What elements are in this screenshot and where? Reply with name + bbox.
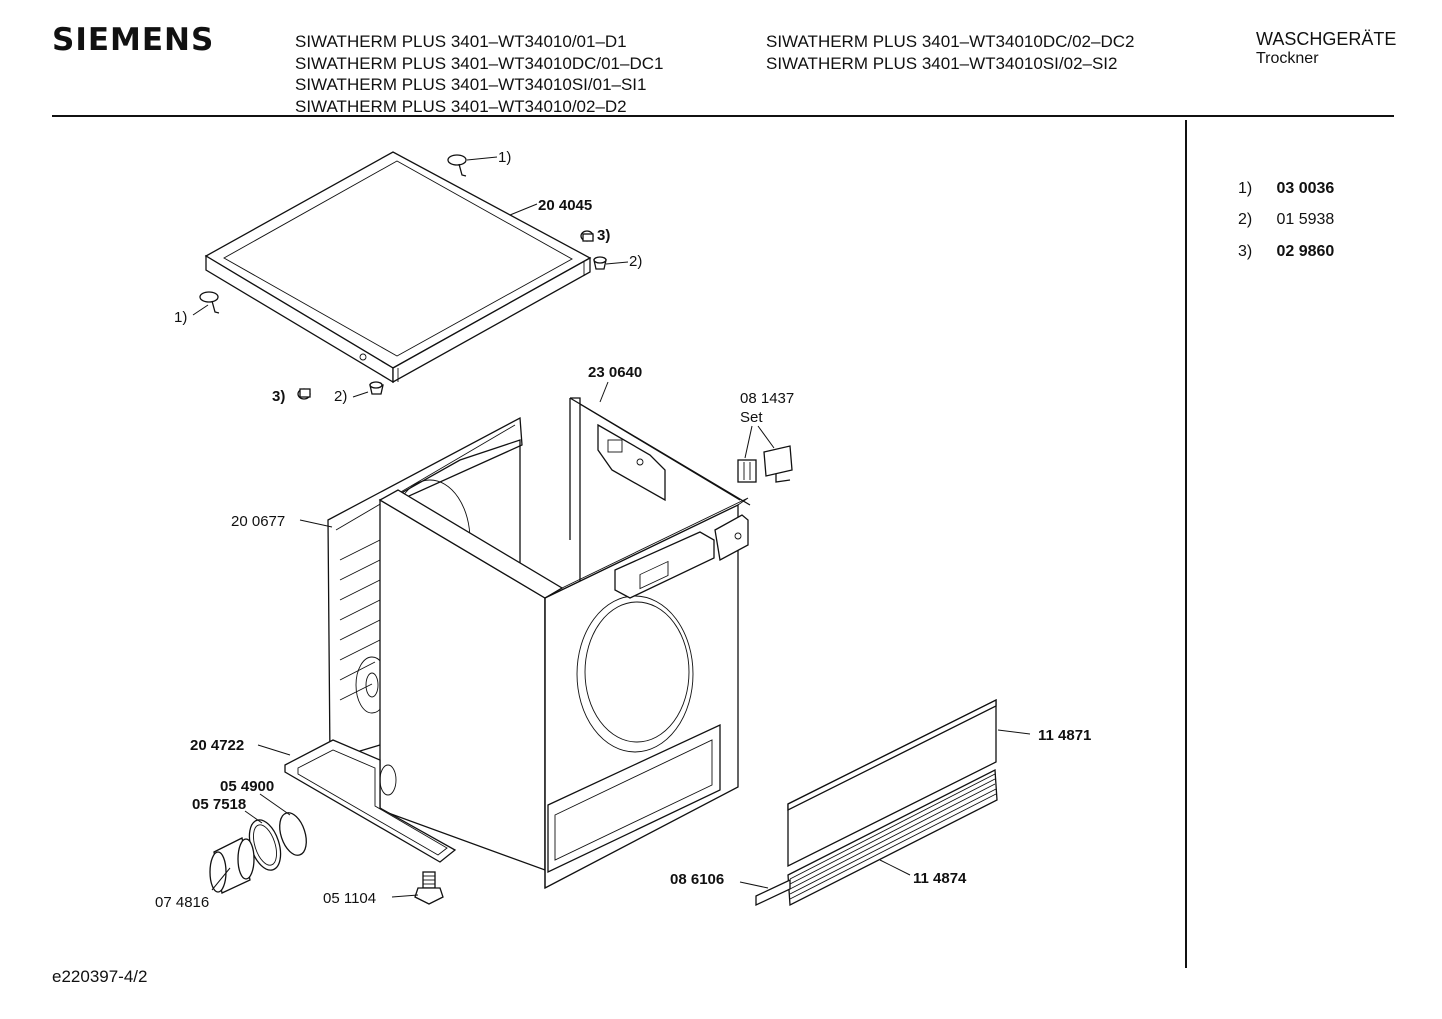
callout-label: 05 4900 — [220, 778, 274, 795]
legend-part-code: 03 0036 — [1276, 180, 1335, 197]
model-line: SIWATHERM PLUS 3401–WT34010DC/01–DC1 — [295, 53, 664, 73]
callout-label: 11 4874 — [913, 870, 967, 887]
legend-row-3: 3) 02 9860 — [1238, 243, 1334, 261]
callout-label: 3) — [272, 388, 285, 405]
category-block: WASCHGERÄTE Trockner — [1256, 30, 1396, 68]
top-cover-part — [204, 151, 592, 384]
model-line: SIWATHERM PLUS 3401–WT34010/01–D1 — [295, 32, 627, 51]
brand-logo: SIEMENS — [52, 22, 215, 58]
foot-2-top — [593, 256, 607, 270]
bracket-clip-top — [447, 154, 467, 177]
cabinet-front-part — [378, 489, 749, 890]
model-list-left: SIWATHERM PLUS 3401–WT34010/01–D1 SIWATH… — [295, 31, 663, 117]
callout-label: 07 4816 — [155, 894, 209, 911]
drawing-id: e220397-4/2 — [52, 967, 148, 986]
kickplate-panel-part — [787, 698, 997, 868]
legend-part-code: 01 5938 — [1276, 211, 1335, 228]
callout-label: 05 1104 — [323, 890, 376, 907]
legend-index: 1) — [1238, 180, 1253, 197]
callout-label: 20 4045 — [538, 197, 592, 214]
callout-label: 20 0677 — [231, 513, 285, 530]
legend-index: 2) — [1238, 211, 1253, 228]
model-line: SIWATHERM PLUS 3401–WT34010SI/02–SI2 — [766, 53, 1118, 73]
callout-label: 2) — [629, 253, 642, 270]
category-title: WASCHGERÄTE — [1256, 29, 1397, 49]
callout-label: 08 6106 — [670, 871, 724, 888]
connector-set-part — [737, 445, 793, 483]
model-list-right: SIWATHERM PLUS 3401–WT34010DC/02–DC2 SIW… — [766, 31, 1134, 74]
callout-label: 3) — [597, 227, 610, 244]
mounting-bracket — [714, 514, 749, 562]
callout-label: 1) — [498, 149, 511, 166]
screw-3-bottom — [297, 388, 311, 400]
leader-lines — [192, 156, 1031, 898]
model-line: SIWATHERM PLUS 3401–WT34010/02–D2 — [295, 96, 627, 116]
callout-label: 08 1437 — [740, 390, 794, 407]
model-line: SIWATHERM PLUS 3401–WT34010SI/01–SI1 — [295, 75, 647, 94]
air-duct-part — [209, 837, 255, 894]
callout-label: 1) — [174, 309, 187, 326]
adjustable-foot-part — [414, 871, 444, 905]
legend-part-code: 02 9860 — [1276, 243, 1335, 260]
callout-label: 20 4722 — [190, 737, 244, 754]
foot-2-bottom — [369, 381, 384, 395]
lint-filter-part — [279, 812, 307, 856]
callout-labels: 1) 20 4045 3) 2) 1) 3) 2) 23 0640 08 143… — [155, 149, 1091, 911]
callout-label: 23 0640 — [588, 364, 642, 381]
legend-index: 3) — [1238, 243, 1253, 260]
screw-3-top — [580, 230, 594, 242]
bracket-clip-left — [199, 291, 220, 314]
ventilation-grille-part — [787, 768, 998, 907]
callout-label: 05 7518 — [192, 796, 246, 813]
model-line: SIWATHERM PLUS 3401–WT34010DC/02–DC2 — [766, 32, 1135, 51]
callout-label: 11 4871 — [1038, 727, 1091, 744]
callout-label: Set — [740, 409, 763, 426]
header-divider — [52, 115, 1394, 117]
seal-strip-part — [755, 878, 791, 907]
legend-row-1: 1) 03 0036 — [1238, 180, 1334, 198]
legend-divider — [1185, 120, 1187, 968]
base-plate-part — [284, 739, 457, 863]
callout-label: 2) — [334, 388, 347, 405]
category-subtitle: Trockner — [1256, 50, 1319, 67]
legend-row-2: 2) 01 5938 — [1238, 211, 1334, 229]
rear-frame-part — [569, 397, 751, 600]
